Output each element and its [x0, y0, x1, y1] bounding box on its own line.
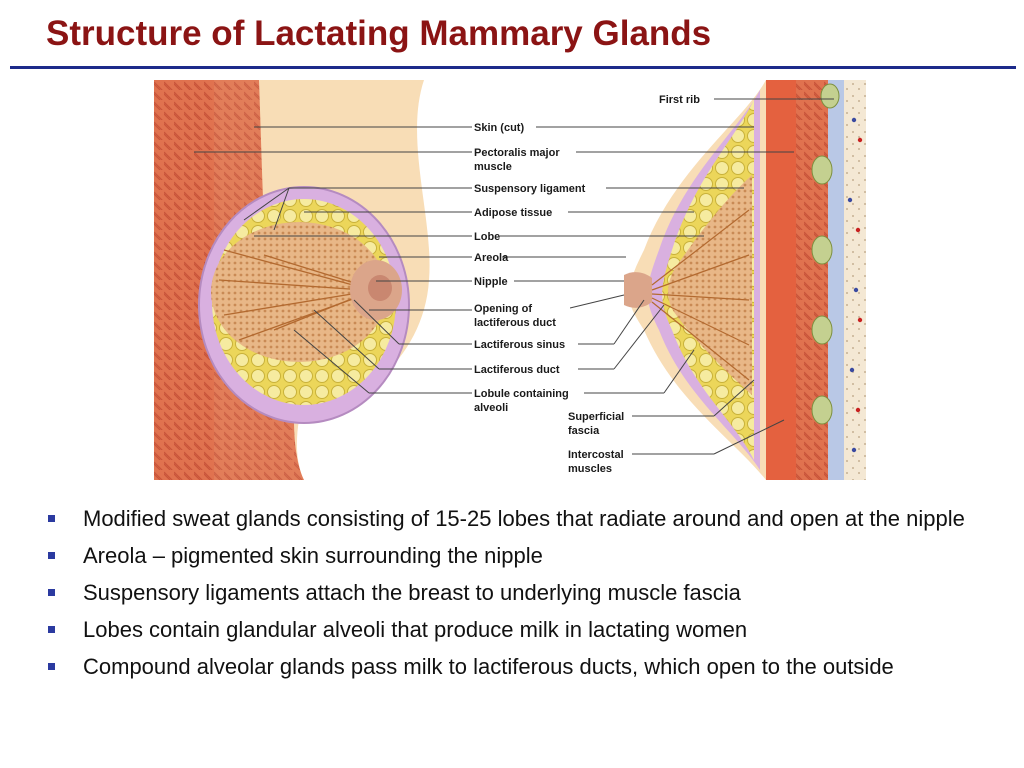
label-fascia: fascia — [568, 425, 600, 437]
label-muscles: muscles — [568, 463, 612, 475]
label-alveoli: alveoli — [474, 402, 508, 414]
label-skin-cut: Skin (cut) — [474, 122, 524, 134]
label-pectoralis-muscle: muscle — [474, 161, 512, 173]
bullet-text: Suspensory ligaments attach the breast t… — [83, 580, 741, 605]
bullet-item: Modified sweat glands consisting of 15-2… — [46, 506, 996, 532]
label-lactiferous-duct-opening: lactiferous duct — [474, 317, 556, 329]
square-bullet-icon — [48, 515, 55, 522]
bullet-item: Compound alveolar glands pass milk to la… — [46, 654, 996, 680]
label-lobe: Lobe — [474, 231, 500, 243]
label-lobule-containing: Lobule containing — [474, 388, 569, 400]
label-superficial: Superficial — [568, 411, 624, 423]
bullet-item: Areola – pigmented skin surrounding the … — [46, 543, 996, 569]
mammary-gland-illustration: First rib Skin (cut) Pectoralis major mu… — [154, 80, 866, 480]
label-areola: Areola — [474, 252, 509, 264]
bullet-text: Lobes contain glandular alveoli that pro… — [83, 617, 748, 642]
bullet-text: Modified sweat glands consisting of 15-2… — [83, 506, 965, 531]
square-bullet-icon — [48, 552, 55, 559]
title-divider — [10, 66, 1016, 69]
square-bullet-icon — [48, 589, 55, 596]
frontal-view — [154, 80, 430, 480]
label-pectoralis-major: Pectoralis major — [474, 147, 560, 159]
label-nipple: Nipple — [474, 276, 508, 288]
leader-lines — [194, 98, 834, 455]
slide-title: Structure of Lactating Mammary Glands — [46, 14, 712, 53]
bullet-text: Areola – pigmented skin surrounding the … — [83, 543, 543, 568]
square-bullet-icon — [48, 626, 55, 633]
label-opening-of: Opening of — [474, 303, 532, 315]
sagittal-view — [624, 80, 866, 480]
label-adipose-tissue: Adipose tissue — [474, 207, 552, 219]
label-suspensory-ligament: Suspensory ligament — [474, 183, 586, 195]
bullet-list: Modified sweat glands consisting of 15-2… — [46, 506, 996, 691]
label-lactiferous-sinus: Lactiferous sinus — [474, 339, 565, 351]
bullet-item: Lobes contain glandular alveoli that pro… — [46, 617, 996, 643]
label-intercostal: Intercostal — [568, 449, 624, 461]
square-bullet-icon — [48, 663, 55, 670]
label-first-rib: First rib — [659, 94, 700, 106]
bullet-item: Suspensory ligaments attach the breast t… — [46, 580, 996, 606]
bullet-text: Compound alveolar glands pass milk to la… — [83, 654, 894, 679]
label-lactiferous-duct: Lactiferous duct — [474, 364, 560, 376]
